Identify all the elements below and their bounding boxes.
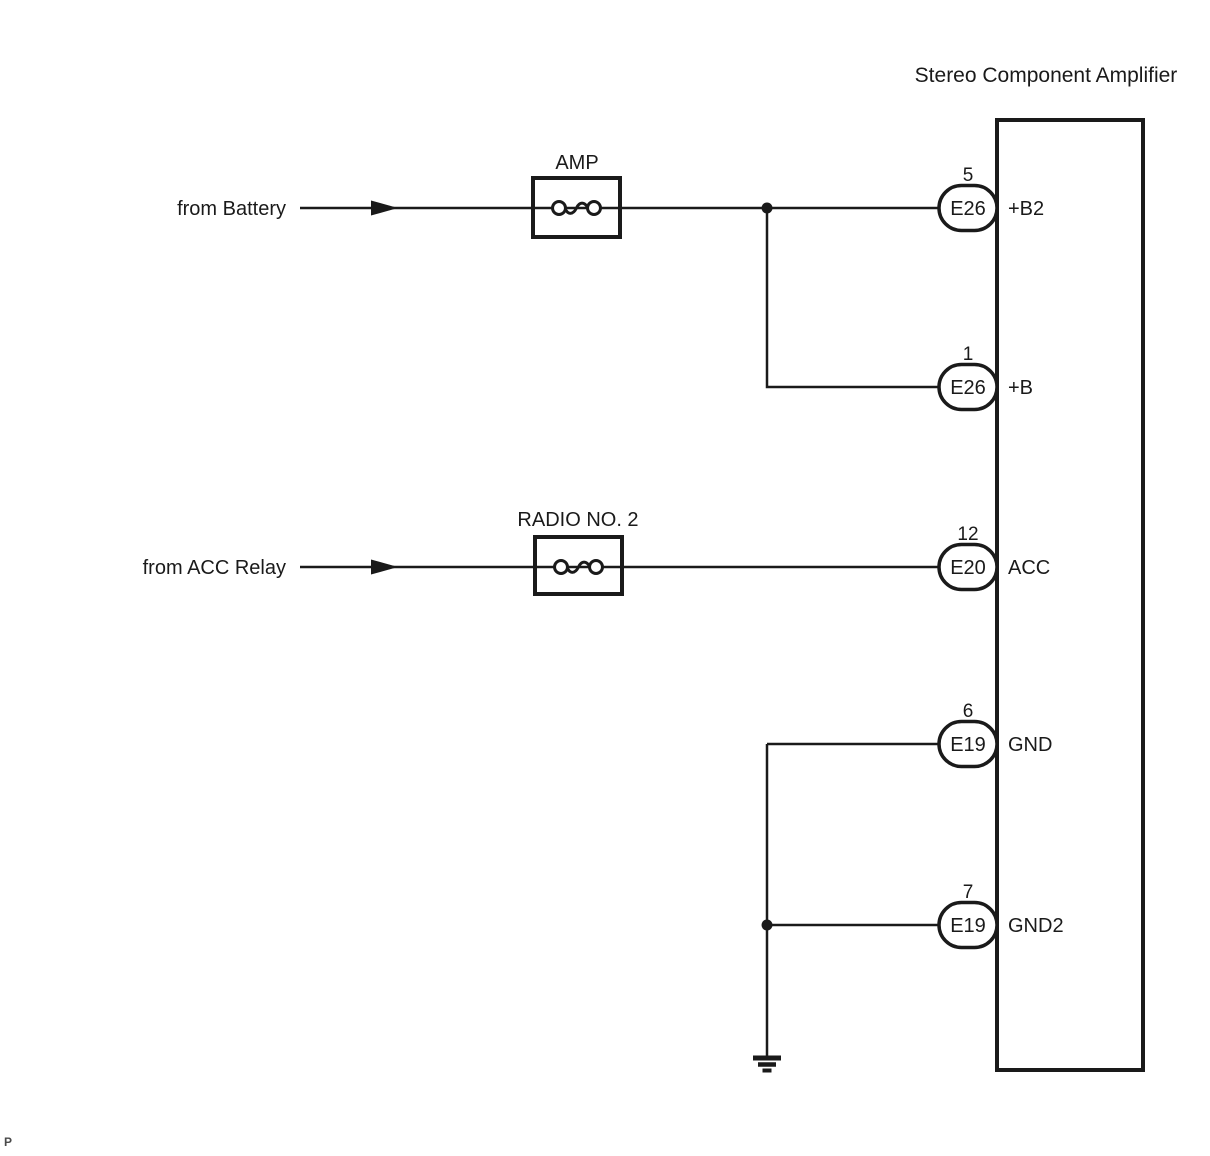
ground-icon (753, 1055, 781, 1073)
pin-connector-code: E19 (950, 734, 986, 756)
pin-number: 12 (957, 524, 978, 545)
fuse-amp-element-icon (563, 201, 590, 215)
branch-wire (765, 208, 940, 389)
fuse-amp: AMP (531, 152, 622, 239)
pin-label: GND2 (1008, 915, 1064, 937)
fuse-radio-no2: RADIO NO. 2 (517, 509, 639, 596)
pin-label: +B (1008, 377, 1033, 399)
pin-connector-oval (937, 362, 999, 412)
pin-connector-oval (937, 183, 999, 233)
pin-connector-code: E20 (950, 557, 986, 579)
input-battery-label: from Battery (177, 198, 286, 220)
fuse-radio-no2-terminal-left (553, 559, 569, 575)
pin-connector-oval (937, 900, 999, 950)
battery-branch (761, 202, 940, 389)
pin-connector-oval (937, 542, 999, 592)
pin-acc: 12 E20 ACC (937, 524, 1050, 592)
page-marker: P (4, 1135, 12, 1149)
fuse-radio-no2-terminal-right (588, 559, 604, 575)
flow-arrow-icon (371, 200, 398, 216)
fuse-radio-no2-label: RADIO NO. 2 (517, 509, 638, 531)
pin-gnd2: 7 E19 GND2 (937, 882, 1064, 950)
pin-number: 1 (963, 344, 974, 365)
input-acc-relay-label: from ACC Relay (143, 557, 286, 579)
fuse-amp-label: AMP (555, 152, 598, 174)
fuse-radio-no2-element-icon (565, 560, 592, 574)
pin-number: 7 (963, 882, 974, 903)
pin-label: +B2 (1008, 198, 1044, 220)
amplifier-box (995, 118, 1145, 1072)
pin-connector-oval (937, 719, 999, 769)
pin-connector-code: E19 (950, 915, 986, 937)
pin-label: ACC (1008, 557, 1050, 579)
flow-arrow-icon (371, 559, 398, 575)
pin-connector-code: E26 (950, 377, 986, 399)
fuse-amp-terminal-right (586, 200, 602, 216)
pin-connector-code: E26 (950, 198, 986, 220)
pin-label: GND (1008, 734, 1052, 756)
pin-b2: 5 E26 +B2 (937, 165, 1044, 233)
pin-gnd: 6 E19 GND (937, 701, 1052, 769)
pin-b: 1 E26 +B (937, 344, 1033, 412)
pin-number: 5 (963, 165, 974, 186)
diagram-title: Stereo Component Amplifier (915, 64, 1178, 87)
fuse-amp-terminal-left (551, 200, 567, 216)
pin-number: 6 (963, 701, 974, 722)
ground-wiring (753, 742, 940, 1073)
